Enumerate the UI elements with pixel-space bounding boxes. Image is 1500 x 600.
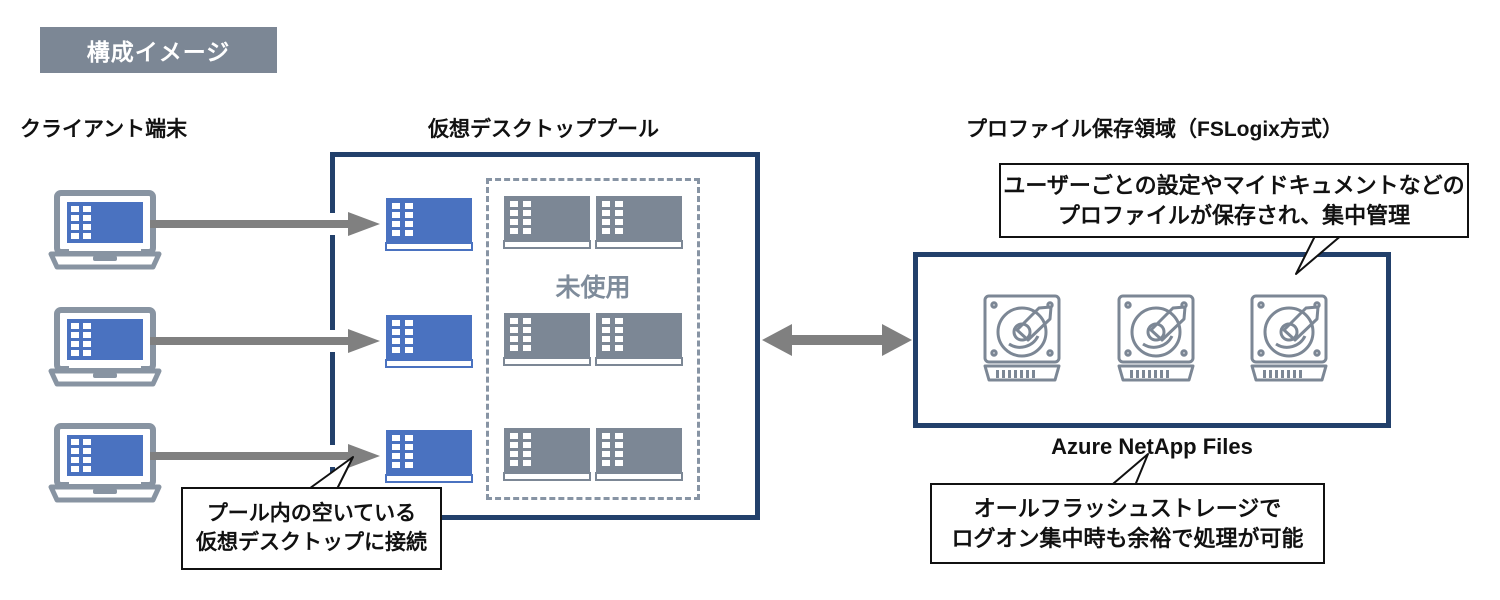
title-badge-label: 構成イメージ [86, 39, 231, 65]
bidirectional-arrow [762, 322, 912, 358]
unused-desktop-icon-5 [503, 428, 591, 482]
profile-storage-box [913, 252, 1391, 428]
callout-anf-performance: オールフラッシュストレージで ログオン集中時も余裕で処理が可能 [930, 483, 1325, 564]
hard-disk-icon-2 [1115, 292, 1197, 384]
azure-netapp-files-label: Azure NetApp Files [1051, 434, 1253, 459]
callout-profile-line1: ユーザーごとの設定やマイドキュメントなどの [1003, 173, 1465, 199]
connection-arrow-2 [150, 328, 380, 354]
unused-region-label: 未使用 [555, 274, 631, 302]
callout-client-line2: 仮想デスクトップに接続 [196, 530, 427, 554]
callout-profile-line2: プロファイルが保存され、集中管理 [1057, 202, 1411, 228]
client-laptop-icon-1 [48, 190, 162, 270]
unused-desktop-icon-3 [503, 313, 591, 367]
callout-anf-line1: オールフラッシュストレージで [973, 496, 1282, 522]
connection-arrow-1 [150, 211, 380, 237]
assigned-desktop-icon-1 [385, 198, 473, 252]
title-badge: 構成イメージ [40, 27, 277, 73]
callout-anf-line2: ログオン集中時も余裕で処理が可能 [951, 525, 1304, 551]
hard-disk-icon-3 [1248, 292, 1330, 384]
section-heading-profile: プロファイル保存領域（FSLogix方式） [966, 118, 1343, 141]
unused-desktop-icon-2 [595, 196, 683, 250]
section-heading-client: クライアント端末 [20, 118, 188, 141]
client-laptop-icon-2 [48, 307, 162, 387]
callout-client-connection: プール内の空いている 仮想デスクトップに接続 [181, 487, 442, 570]
callout-profile-storage: ユーザーごとの設定やマイドキュメントなどの プロファイルが保存され、集中管理 [999, 163, 1469, 238]
unused-desktop-icon-1 [503, 196, 591, 250]
unused-desktop-icon-4 [595, 313, 683, 367]
hard-disk-icon-1 [981, 292, 1063, 384]
connection-arrow-3 [150, 443, 380, 469]
client-laptop-icon-3 [48, 423, 162, 503]
callout-client-line1: プール内の空いている [206, 502, 417, 526]
assigned-desktop-icon-2 [385, 315, 473, 369]
unused-desktops-region [486, 178, 700, 500]
unused-desktop-icon-6 [595, 428, 683, 482]
assigned-desktop-icon-3 [385, 430, 473, 484]
section-heading-pool: 仮想デスクトッププール [428, 118, 659, 141]
